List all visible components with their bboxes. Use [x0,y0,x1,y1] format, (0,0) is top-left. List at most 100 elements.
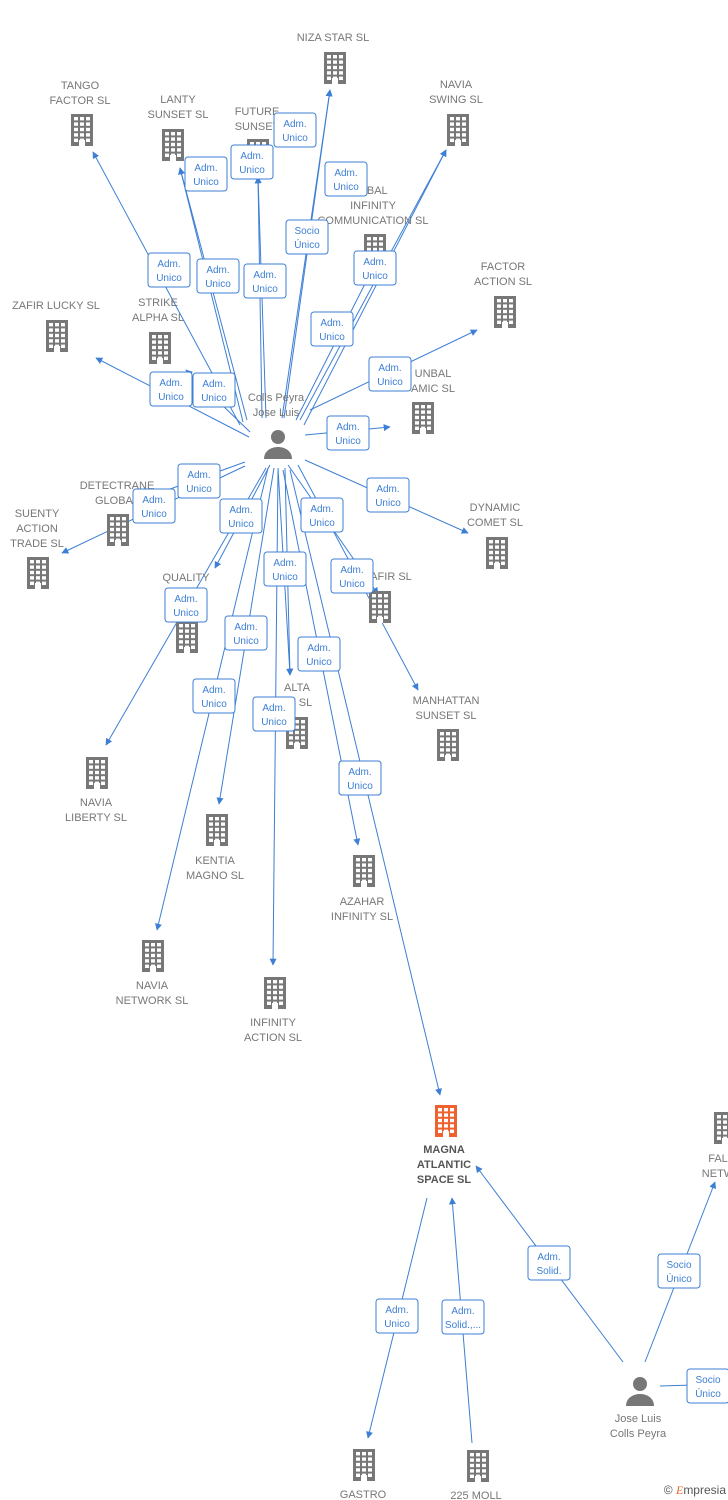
edge-label-0[interactable]: Adm.Unico [147,252,191,288]
edge-label-box [300,497,344,533]
node-label-line: NETW [702,1168,728,1180]
company-node-zafir_lucky[interactable]: ZAFIR LUCKY SL [12,300,100,352]
edge-label-13[interactable]: Adm.Unico [326,415,370,451]
node-label-line: FACTOR SL [50,95,111,107]
edge-label-line: Unico [193,177,219,188]
edge-label-box [657,1253,701,1289]
edge-label-28[interactable]: Adm.Unico [375,1298,419,1334]
node-label-line: FACTOR [481,261,525,273]
company-node-navia_swing[interactable]: NAVIA SWING SL [429,79,483,146]
person-icon [626,1377,654,1406]
edge-label-29[interactable]: Adm.Solid.,... [441,1299,485,1335]
edge-label-line: Unico [333,182,359,193]
node-label-line: SWING SL [429,94,483,106]
edge-label-line: Unico [377,377,403,388]
edge-label-box [219,498,263,534]
node-label-line: SPACE SL [417,1174,471,1186]
company-node-gastro[interactable]: GASTRO [340,1449,387,1500]
edge-labels: Adm.UnicoAdm.UnicoAdm.UnicoAdm.UnicoAdm.… [132,112,728,1404]
edge-label-21[interactable]: Adm.Unico [300,497,344,533]
edge-label-line: Unico [228,519,254,530]
edge-label-18[interactable]: Adm.Unico [330,558,374,594]
node-label-line: ATLANTIC [417,1159,471,1171]
company-node-niza[interactable]: NIZA STAR SL [297,32,370,84]
person-icon [264,430,292,459]
edge-label-23[interactable]: Adm.Unico [224,615,268,651]
copyright-symbol: © [663,1483,673,1497]
company-node-magna[interactable]: MAGNA ATLANTIC SPACE SL [417,1105,471,1186]
edge-label-1[interactable]: Adm.Unico [184,156,228,192]
edge-label-2[interactable]: Adm.Unico [196,258,240,294]
edge-label-4[interactable]: Adm.Unico [243,263,287,299]
edge-label-11[interactable]: Adm.Unico [149,371,193,407]
edge-label-14[interactable]: Adm.Unico [177,463,221,499]
edge-label-16[interactable]: Adm.Unico [366,477,410,513]
node-label-line: LIBERTY SL [65,812,127,824]
edge-label-8[interactable]: Adm.Unico [353,250,397,286]
edge-label-22[interactable]: Adm.Unico [164,587,208,623]
node-label-line: TANGO [61,80,100,92]
edge-label-9[interactable]: Adm.Unico [310,311,354,347]
edge-label-12[interactable]: Adm.Unico [192,372,236,408]
edge-label-line: Adm. [451,1306,474,1317]
company-node-fal[interactable]: FALNETW [702,1112,728,1180]
company-node-tango[interactable]: TANGO FACTOR SL [50,80,111,146]
edge-label-line: Adm. [253,270,276,281]
building-icon [369,591,391,623]
edge-label-17[interactable]: Adm.Unico [219,498,263,534]
edge-label-box [441,1299,485,1335]
node-label-line: GASTRO [340,1489,387,1500]
edge-label-line: Adm. [334,168,357,179]
edge-label-15[interactable]: Adm.Unico [132,488,176,524]
edge-label-box [149,371,193,407]
node-label-line: COMET SL [467,517,523,529]
edge-label-line: Unico [201,699,227,710]
building-icon [176,621,198,653]
node-label-line: SUNSET [235,121,280,133]
edge-lines [61,89,728,1444]
edge-label-27[interactable]: Adm.Unico [338,760,382,796]
edge-label-box [192,372,236,408]
edge-label-10[interactable]: Adm.Unico [368,356,412,392]
node-label-line: MANHATTAN [413,695,480,707]
edge-label-24[interactable]: Adm.Unico [192,678,236,714]
building-icon [206,814,228,846]
building-icon [264,977,286,1009]
edge-label-20[interactable]: Adm.Unico [297,636,341,672]
edge-label-line: Socio [294,226,319,237]
node-label-line: NAVIA [440,79,473,91]
company-node-zafir2[interactable]: AFIR SL [369,571,412,623]
node-label-line: UNBAL [415,368,452,380]
node-label-line: MAGNA [423,1144,465,1156]
edge-label-19[interactable]: Adm.Unico [263,551,307,587]
edge-label-5[interactable]: Adm.Unico [273,112,317,148]
edge-label-30[interactable]: Adm.Solid. [527,1245,571,1281]
edge-label-box [326,415,370,451]
edge-label-box [338,760,382,796]
edge-label-line: Socio [666,1260,691,1271]
edge-label-3[interactable]: Adm.Unico [230,144,274,180]
building-icon [447,114,469,146]
company-node-quality[interactable]: QUALITYO [162,572,210,653]
edge-label-7[interactable]: Adm. Unico [324,161,368,197]
company-node-moll[interactable]: 225 MOLL [450,1450,502,1500]
edge-label-box [297,636,341,672]
edge-label-25[interactable]: Adm.Unico [252,696,296,732]
